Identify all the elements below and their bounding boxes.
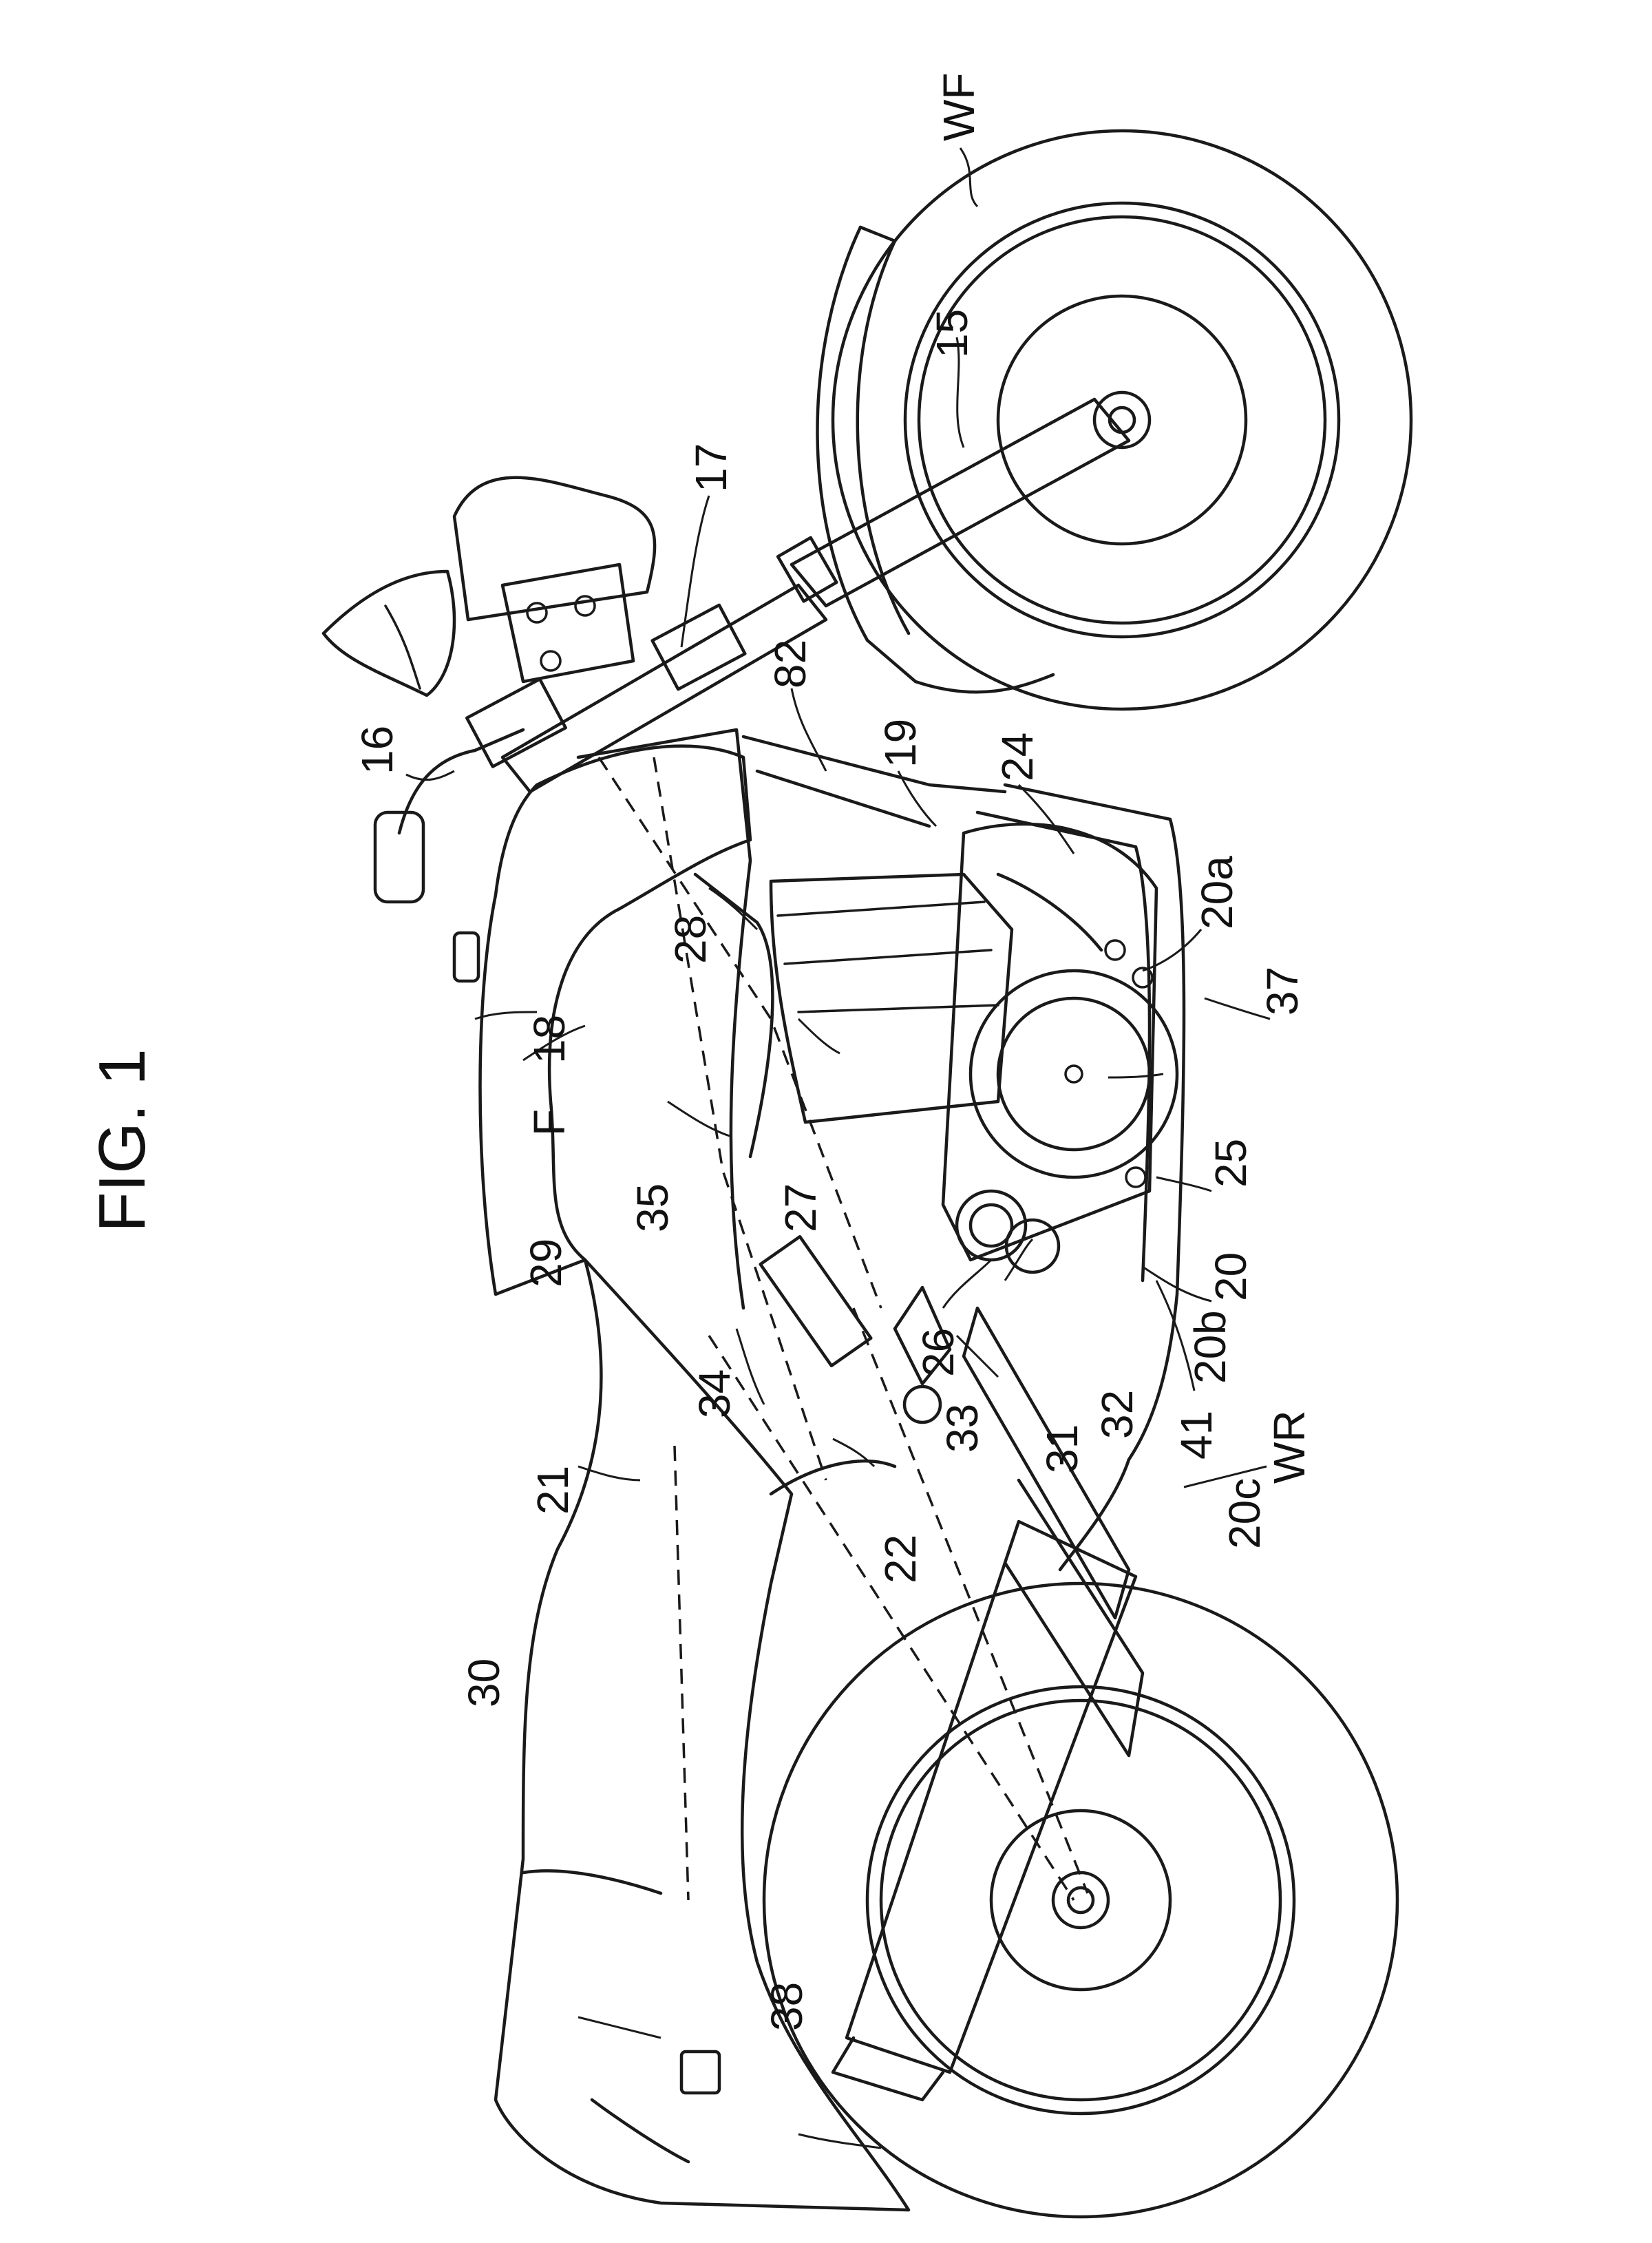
leader-lines [406, 148, 1270, 2148]
label-20a: 20a [1192, 856, 1242, 929]
label-37: 37 [1258, 967, 1307, 1015]
label-15: 15 [927, 309, 977, 358]
label-24: 24 [993, 733, 1042, 781]
label-34: 34 [690, 1369, 739, 1418]
label-27: 27 [776, 1183, 825, 1232]
label-28: 28 [666, 915, 715, 964]
label-38: 38 [762, 1982, 812, 2031]
label-82: 82 [765, 640, 815, 688]
label-32: 32 [1092, 1390, 1142, 1439]
label-25: 25 [1206, 1139, 1256, 1188]
figure-title: FIG. 1 [85, 1049, 159, 1232]
label-WR: WR [1264, 1410, 1314, 1484]
engine-cylinder [771, 874, 1012, 1122]
label-35: 35 [628, 1183, 677, 1232]
label-41: 41 [1172, 1411, 1221, 1460]
fuel-tank [454, 746, 750, 1294]
label-33: 33 [938, 1404, 987, 1453]
headlight [454, 478, 655, 682]
label-30: 30 [459, 1658, 509, 1707]
reference-numerals: WF 15 17 16 82 19 24 20a 37 25 20 20b 41… [352, 73, 1314, 2032]
label-17: 17 [686, 443, 736, 492]
label-18: 18 [525, 1015, 574, 1064]
label-26: 26 [913, 1328, 963, 1377]
label-21: 21 [528, 1466, 578, 1515]
label-F: F [525, 1109, 574, 1136]
label-19: 19 [876, 719, 925, 768]
front-wheel [818, 131, 1412, 709]
label-29: 29 [521, 1239, 571, 1287]
label-20: 20 [1206, 1252, 1256, 1301]
label-20c: 20c [1220, 1478, 1269, 1549]
radiator-hoses [743, 737, 1101, 950]
label-WF: WF [934, 73, 984, 142]
label-22: 22 [876, 1535, 925, 1583]
label-20b: 20b [1185, 1310, 1235, 1384]
label-16: 16 [352, 726, 402, 775]
label-31: 31 [1037, 1424, 1087, 1473]
windscreen [324, 571, 454, 695]
